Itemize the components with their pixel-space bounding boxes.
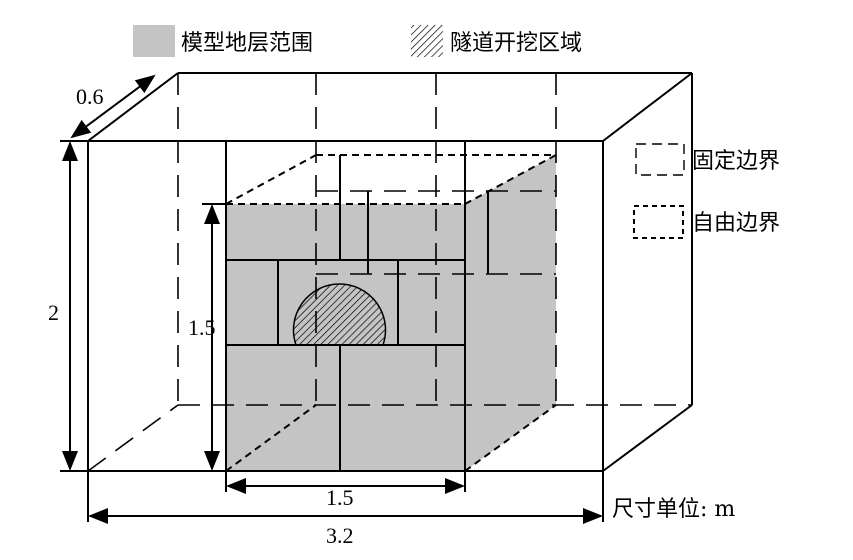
- dimension-lines: [60, 74, 604, 524]
- legend-gray-swatch: [133, 25, 175, 57]
- free-boundary-swatch: [633, 205, 684, 239]
- legend-tunnel-excavation: 隧道开挖区域: [450, 31, 582, 56]
- total-width-label: 3.2: [326, 523, 354, 548]
- outer-box: [87, 72, 693, 472]
- model-range-block: [226, 155, 556, 471]
- legend-fixed-boundary: 固定边界: [692, 149, 780, 174]
- legend-hatch-swatch: [411, 25, 443, 57]
- inner-width-label: 1.5: [326, 485, 354, 510]
- inner-height-label: 1.5: [188, 315, 216, 340]
- height-label: 2: [48, 300, 59, 325]
- tunnel-excavation-area: [292, 283, 387, 346]
- depth-label: 0.6: [76, 84, 104, 109]
- legend-free-boundary: 自由边界: [692, 211, 780, 236]
- legend-model-range: 模型地层范围: [181, 31, 313, 56]
- unit-note: 尺寸单位: m: [612, 497, 735, 522]
- fixed-boundary-swatch: [635, 143, 685, 176]
